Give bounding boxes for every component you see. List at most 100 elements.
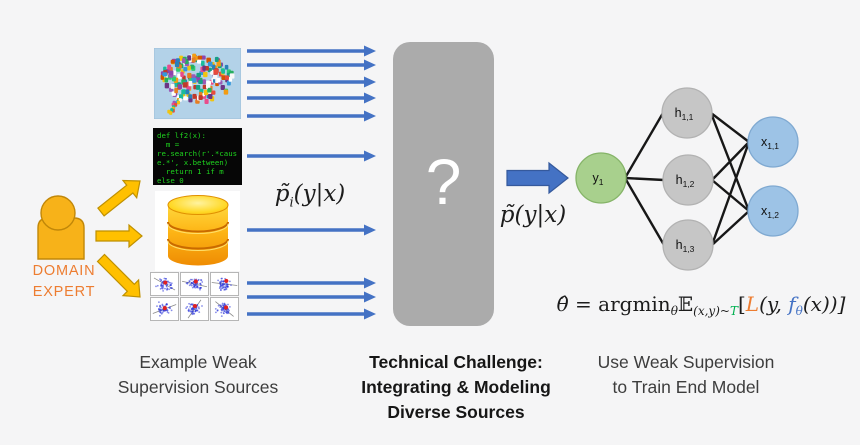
formula-segment: T xyxy=(729,304,738,318)
data-point xyxy=(160,285,163,288)
crowd-person-dot xyxy=(206,57,211,63)
data-point xyxy=(156,305,158,307)
crowd-person-dot xyxy=(229,73,235,79)
data-point xyxy=(196,286,198,288)
data-point xyxy=(221,277,223,280)
data-point xyxy=(222,304,225,307)
data-point xyxy=(223,312,225,315)
blue-source-arrow xyxy=(247,45,376,57)
crowd-person-dot xyxy=(213,69,219,75)
data-point xyxy=(229,306,231,308)
data-point xyxy=(219,282,222,285)
crowd-person-dot xyxy=(167,64,172,70)
data-point xyxy=(225,311,228,314)
crowd-person-dot xyxy=(170,83,175,89)
pi-base: p̃ xyxy=(274,181,290,207)
crowd-person-dot xyxy=(197,55,203,60)
caption-line: Example Weak xyxy=(139,352,257,372)
formula-segment: θ̂ xyxy=(556,292,569,316)
code-line: m = xyxy=(157,140,180,149)
crowd-person-dot xyxy=(197,59,202,64)
formula-segment: 𝔼 xyxy=(677,292,694,316)
blue-source-arrow xyxy=(247,308,376,320)
crowd-person-dot xyxy=(207,87,212,92)
data-point xyxy=(164,287,166,290)
crowd-person-dot xyxy=(179,94,184,99)
data-point xyxy=(158,306,161,308)
data-point xyxy=(189,278,192,281)
data-point xyxy=(170,309,173,312)
formula-segment: θ xyxy=(795,304,803,318)
data-point xyxy=(198,307,200,310)
data-point xyxy=(190,303,193,306)
caption-line: Diverse Sources xyxy=(387,402,525,422)
expert-label-line1: DOMAIN xyxy=(32,263,96,279)
data-point xyxy=(170,287,173,289)
crowd-person-dot xyxy=(196,72,201,78)
crowd-person-dot xyxy=(216,61,221,67)
data-point xyxy=(194,308,197,311)
question-mark: ? xyxy=(425,146,462,218)
network-node-label-x12: x1,2 xyxy=(761,204,779,220)
data-point xyxy=(193,284,195,286)
data-point xyxy=(223,289,226,291)
data-point xyxy=(191,278,193,281)
caption-line: to Train End Model xyxy=(612,377,760,397)
crowd-person-dot xyxy=(190,64,195,69)
formula-segment: (x))] xyxy=(802,292,846,316)
data-point xyxy=(227,312,230,315)
network-node-label-h11: h1,1 xyxy=(675,106,694,122)
crowd-person-dot xyxy=(188,94,193,99)
expert-arrow-right xyxy=(95,223,143,249)
data-point xyxy=(162,290,164,292)
p-base: p̃ xyxy=(499,202,515,228)
crowd-person-dot xyxy=(195,85,201,90)
network-node-x12 xyxy=(747,185,799,237)
crowd-person-dot xyxy=(206,83,211,89)
data-point xyxy=(219,304,222,307)
formula-segment: f xyxy=(788,292,796,316)
data-point xyxy=(164,277,167,280)
crowd-person-dot xyxy=(220,85,225,91)
data-point xyxy=(224,286,227,288)
network-edge xyxy=(623,112,665,179)
data-point xyxy=(190,310,192,312)
network-edge xyxy=(710,141,751,246)
crowd-person-dot xyxy=(211,64,216,70)
data-point xyxy=(199,283,201,285)
crowd-person-dot xyxy=(187,55,192,61)
network-edge xyxy=(623,177,666,246)
data-point xyxy=(167,280,169,283)
expert-head xyxy=(40,195,76,231)
crowd-person-dot xyxy=(180,71,184,78)
caption-technical-challenge: Technical Challenge: Integrating & Model… xyxy=(331,350,581,425)
blue-source-arrow xyxy=(247,59,376,71)
data-point xyxy=(167,312,170,314)
network-node-label-h13: h1,3 xyxy=(676,238,695,254)
formula-segment: L xyxy=(745,292,760,316)
crowd-person-dot xyxy=(171,76,176,82)
data-point xyxy=(166,288,169,291)
data-point xyxy=(165,284,168,287)
crowd-person-dot xyxy=(174,87,178,94)
crowd-person-dot xyxy=(191,77,197,83)
blue-source-arrow xyxy=(247,76,376,88)
crowd-person-dot xyxy=(181,89,186,95)
data-point xyxy=(191,286,194,289)
domain-expert-icon xyxy=(37,195,85,260)
data-point xyxy=(188,284,191,287)
data-point xyxy=(162,286,165,288)
crowd-person-dot xyxy=(208,93,213,100)
crowd-person-dot xyxy=(176,100,180,105)
data-point xyxy=(226,286,229,288)
data-point xyxy=(161,281,164,284)
expert-label-line2: EXPERT xyxy=(32,284,96,300)
data-point xyxy=(159,278,161,280)
data-point xyxy=(190,282,193,284)
crowd-person-dot xyxy=(191,74,196,79)
data-point xyxy=(198,311,201,313)
data-point xyxy=(223,302,226,305)
formula-segment: θ xyxy=(670,304,678,318)
network-edge xyxy=(711,210,750,246)
crowd-person-dot xyxy=(203,71,208,78)
